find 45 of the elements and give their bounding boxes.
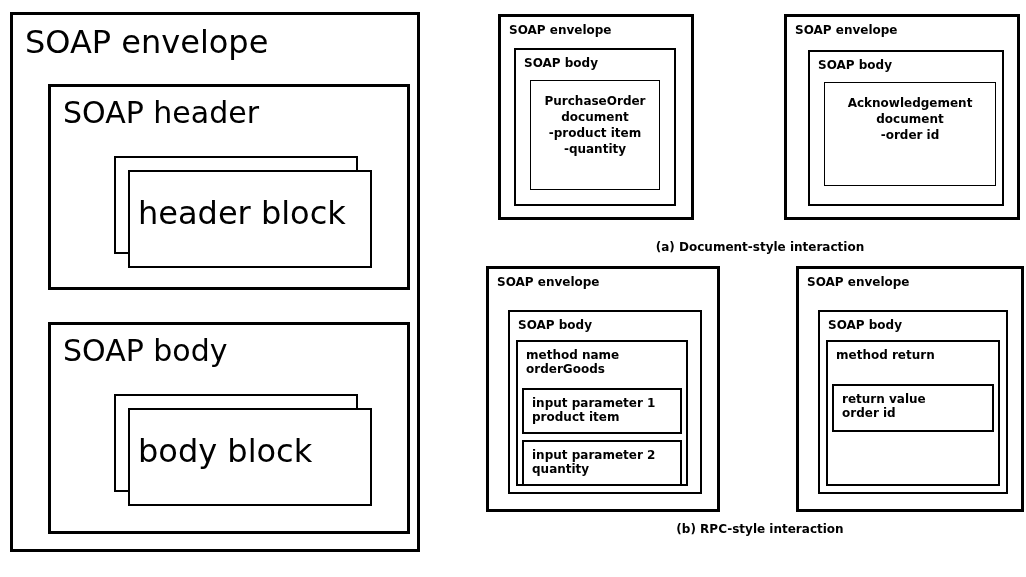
container-box	[48, 84, 410, 290]
box-heading: SOAP envelope	[509, 23, 612, 37]
content-text: Acknowledgement document	[846, 95, 974, 127]
container-box	[826, 340, 1000, 486]
container-box	[516, 340, 688, 486]
box-heading: SOAP envelope	[25, 23, 269, 61]
box-heading: SOAP body	[63, 333, 228, 368]
container-box	[10, 12, 420, 552]
figure-caption: (a) Document-style interaction	[655, 240, 865, 254]
box-heading: body block	[138, 432, 313, 470]
document-box	[530, 80, 660, 190]
container-box	[796, 266, 1024, 512]
container-box	[514, 48, 676, 206]
content-text: -quantity	[563, 141, 627, 157]
box-heading: SOAP envelope	[497, 275, 600, 289]
container-box	[818, 310, 1008, 494]
box-heading: SOAP body	[524, 56, 599, 70]
box-heading: SOAP body	[518, 318, 593, 332]
box-heading: return value order id	[842, 392, 927, 420]
box-heading: SOAP body	[818, 58, 893, 72]
content-text: -product item	[548, 125, 642, 141]
container-box	[486, 266, 720, 512]
container-box	[48, 322, 410, 534]
box-heading: SOAP header	[63, 95, 259, 130]
container-box	[522, 440, 682, 486]
container-box	[832, 384, 994, 432]
container-box	[508, 310, 702, 494]
container-box	[522, 388, 682, 434]
box-heading: method name orderGoods	[526, 348, 621, 376]
box-heading: input parameter 2 quantity	[532, 448, 657, 476]
box-heading: method return	[836, 348, 935, 362]
figure-caption: (b) RPC-style interaction	[676, 522, 844, 536]
container-box	[808, 50, 1004, 206]
box-heading: SOAP envelope	[807, 275, 910, 289]
container-box	[784, 14, 1020, 220]
box-heading: input parameter 1 product item	[532, 396, 657, 424]
content-text: PurchaseOrder document	[543, 93, 647, 125]
box-heading: SOAP envelope	[795, 23, 898, 37]
box-heading: SOAP body	[828, 318, 903, 332]
box-heading: header block	[138, 194, 346, 232]
stacked-block	[114, 394, 372, 506]
document-box	[824, 82, 996, 186]
stacked-block	[114, 156, 372, 268]
container-box	[498, 14, 694, 220]
content-text: -order id	[880, 127, 940, 143]
